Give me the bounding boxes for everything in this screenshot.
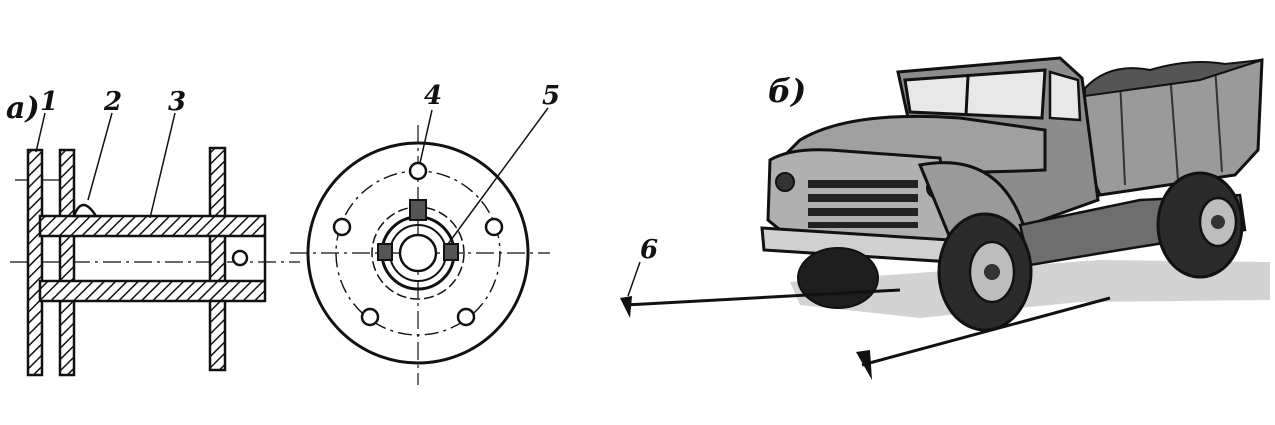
grille-bar — [808, 180, 918, 188]
front-left-wheel — [797, 247, 879, 309]
panel-a-marker: а) — [6, 91, 40, 126]
flange-plate-2 — [58, 148, 76, 377]
leader-1 — [35, 112, 46, 153]
label-4: 4 — [424, 81, 442, 111]
rear-hub-center — [1211, 215, 1225, 229]
dump-truck-illustration — [760, 56, 1270, 332]
leader-5 — [447, 107, 549, 245]
leader-2 — [87, 112, 113, 201]
leader-4 — [419, 109, 433, 164]
weld-bead — [72, 203, 99, 218]
ground-rods — [620, 261, 1111, 380]
grille — [808, 180, 918, 228]
bolt-hole-lower-left — [360, 307, 380, 327]
flange-front-view — [290, 107, 550, 385]
key-left — [377, 243, 393, 261]
bolt-hole-top — [408, 161, 428, 181]
flange-outer-circle — [306, 141, 530, 365]
flange-plate-right — [208, 146, 227, 372]
pipe-wall-lower — [38, 279, 267, 303]
key-top — [409, 199, 427, 221]
grille-bar — [808, 222, 918, 228]
bolt-hole-left — [332, 217, 352, 237]
pipe-hole — [231, 249, 249, 267]
windshield-divider — [964, 75, 970, 116]
bore — [398, 233, 438, 273]
cargo-load — [1084, 59, 1263, 98]
front-right-hub-center — [984, 264, 1000, 280]
dump-ribs — [1119, 65, 1223, 186]
windshield — [903, 68, 1047, 120]
bolt-hole-lower-right — [456, 307, 476, 327]
label-6: 6 — [640, 235, 658, 265]
rod-left — [624, 288, 901, 307]
pipe-wall-upper — [38, 214, 267, 238]
rod-front — [861, 296, 1111, 367]
label-3: 3 — [168, 87, 186, 117]
label-2: 2 — [103, 87, 122, 117]
key-right — [443, 243, 459, 261]
pipe-section-drawing — [10, 112, 300, 377]
rod-left-tip — [620, 296, 632, 318]
leader-6 — [627, 261, 641, 297]
label-1: 1 — [40, 87, 58, 117]
flange-plate-1 — [26, 148, 44, 377]
grille-bar — [808, 208, 918, 216]
label-5: 5 — [542, 81, 560, 111]
bolt-hole-right — [484, 217, 504, 237]
panel-b-marker: б) — [768, 72, 806, 110]
leader-3 — [149, 112, 176, 219]
side-window — [1048, 70, 1082, 122]
grille-bar — [808, 194, 918, 202]
rod-front-tip — [856, 350, 872, 380]
headlight-left — [775, 172, 795, 192]
